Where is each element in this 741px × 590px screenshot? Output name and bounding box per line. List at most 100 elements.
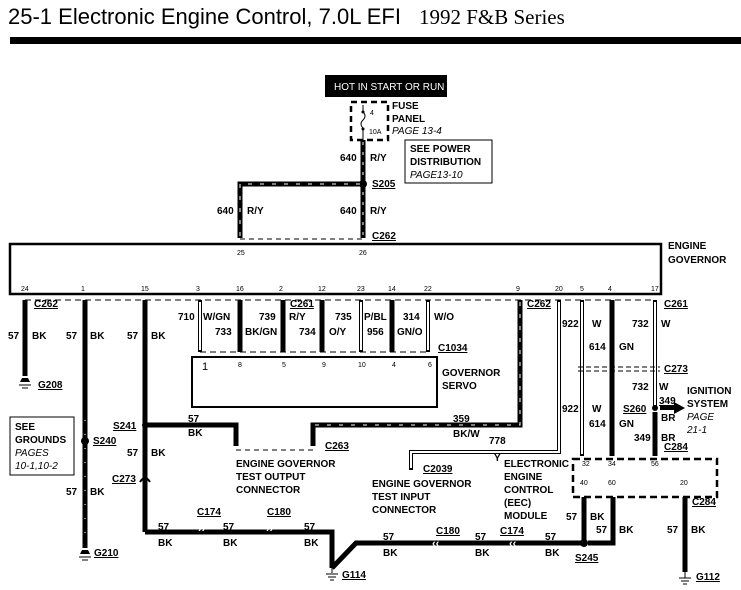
fuse-panel-box <box>349 100 390 142</box>
wire-57b-color: BK <box>90 331 105 342</box>
wire-732b-circuit: 732 <box>632 382 649 393</box>
governor-pin-3: 3 <box>196 286 200 293</box>
c273-left-icon <box>139 477 151 483</box>
governor-pin-4: 4 <box>608 286 612 293</box>
c262-left-label: C262 <box>34 299 58 310</box>
wire-57n-circuit: 57 <box>475 532 487 543</box>
governor-pin-14: 14 <box>388 286 396 293</box>
ground-g210-label: G210 <box>94 548 119 559</box>
wire-57g-circuit: 57 <box>566 512 578 523</box>
wire-359-color: BK/W <box>453 429 480 440</box>
see-power-page: PAGE13-10 <box>410 170 463 181</box>
c174-right-label: C174 <box>500 526 524 537</box>
ground-g210-icon <box>79 550 91 561</box>
see-grounds-box <box>9 416 75 476</box>
eec-label-5: MODULE <box>504 511 548 522</box>
see-grounds-1: SEE <box>15 422 35 433</box>
eec-pin-60: 60 <box>608 480 616 487</box>
eec-pin-32: 32 <box>582 461 590 468</box>
wire-710-circuit: 710 <box>178 312 195 323</box>
wire-922b-color: W <box>592 404 602 415</box>
wire-640c-color: R/Y <box>370 206 387 217</box>
eec-pin-56: 56 <box>651 461 659 468</box>
ignition-label-2: SYSTEM <box>687 399 728 410</box>
wire-778-circuit: 778 <box>489 436 506 447</box>
splice-s260 <box>652 405 658 411</box>
c2039-label: C2039 <box>423 464 453 475</box>
wire-710-color: W/GN <box>203 312 230 323</box>
c261-mid-label: C261 <box>290 299 314 310</box>
governor-pin-9: 9 <box>516 286 520 293</box>
c180-left-icon: ›› <box>266 523 274 535</box>
hot-label: HOT IN START OR RUN <box>334 82 444 93</box>
c262-top-label: C262 <box>372 231 396 242</box>
fuse-icon <box>360 105 366 140</box>
engine-governor-label-1: ENGINE <box>668 241 707 252</box>
wire-956-circuit: 956 <box>367 327 384 338</box>
wire-732a-color: W <box>661 319 671 330</box>
governor-pin-22: 22 <box>424 286 432 293</box>
wire-57n-color: BK <box>475 548 490 559</box>
wire-57e-circuit: 57 <box>127 448 139 459</box>
governor-pin-17: 17 <box>651 286 659 293</box>
wire-640c-circuit: 640 <box>340 206 357 217</box>
wire-349b-color: BR <box>661 433 676 444</box>
governor-pin-24: 24 <box>21 286 29 293</box>
eec-pin-40: 40 <box>580 480 588 487</box>
title-main: 25-1 Electronic Engine Control, 7.0L EFI <box>8 4 401 29</box>
wire-57j-circuit: 57 <box>158 522 170 533</box>
ground-g114-icon <box>326 568 338 581</box>
wire-614a-color: GN <box>619 342 634 353</box>
ignition-label-4: 21-1 <box>686 425 707 436</box>
wire-349a-circuit: 349 <box>659 396 676 407</box>
wire-57e-color: BK <box>151 448 166 459</box>
splice-s240-label: S240 <box>93 436 117 447</box>
ground-g112-icon <box>679 572 691 585</box>
wire-57o-circuit: 57 <box>545 532 557 543</box>
wire-57f-circuit: 57 <box>188 414 200 425</box>
wire-922a-color: W <box>592 319 602 330</box>
wire-734-circuit: 734 <box>299 327 316 338</box>
c273-right-label: C273 <box>664 364 688 375</box>
c174-left-icon: ›› <box>198 523 206 535</box>
wire-57d-color: BK <box>151 331 166 342</box>
wire-57i-circuit: 57 <box>667 525 679 536</box>
servo-pin-8: 8 <box>238 362 242 369</box>
eec-module-box <box>571 457 719 499</box>
test-input-label-2: TEST INPUT <box>372 492 430 503</box>
c284-bottom-label: C284 <box>692 497 716 508</box>
governor-servo-label-2: SERVO <box>442 381 477 392</box>
servo-pin-6: 6 <box>428 362 432 369</box>
wire-57h-color: BK <box>619 525 634 536</box>
governor-servo-label-1: GOVERNOR <box>442 368 501 379</box>
governor-pin-20: 20 <box>555 286 563 293</box>
governor-pin-12: 12 <box>318 286 326 293</box>
c174-left-label: C174 <box>197 507 221 518</box>
wire-640-color: R/Y <box>370 153 387 164</box>
wire-57j-color: BK <box>158 538 173 549</box>
pin-26: 26 <box>359 250 367 257</box>
servo-pin-4: 4 <box>392 362 396 369</box>
wire-57b-circuit: 57 <box>66 331 78 342</box>
wire-57a-circuit: 57 <box>8 331 20 342</box>
wire-739-circuit: 739 <box>259 312 276 323</box>
fuse-rating: 10A <box>369 129 382 136</box>
wire-640b-circuit: 640 <box>217 206 234 217</box>
governor-pin-5: 5 <box>580 286 584 293</box>
c174-right-icon: ‹‹ <box>509 538 517 550</box>
servo-pin-1: 1 <box>202 361 208 373</box>
servo-wire-bundle <box>198 300 430 352</box>
ground-g112-label: G112 <box>696 572 720 583</box>
c180-left-label: C180 <box>267 507 291 518</box>
hot-label-box <box>325 75 447 97</box>
wire-57l-color: BK <box>304 538 319 549</box>
governor-pin-16: 16 <box>236 286 244 293</box>
governor-servo-box <box>191 356 438 408</box>
test-output-label-3: CONNECTOR <box>236 485 301 496</box>
c273-left-label: C273 <box>112 474 136 485</box>
wire-314-circuit: 314 <box>403 312 420 323</box>
see-power-box <box>404 139 493 184</box>
servo-pin-5: 5 <box>282 362 286 369</box>
c180-right-icon: ‹‹ <box>432 538 440 550</box>
wire-614a-circuit: 614 <box>589 342 606 353</box>
